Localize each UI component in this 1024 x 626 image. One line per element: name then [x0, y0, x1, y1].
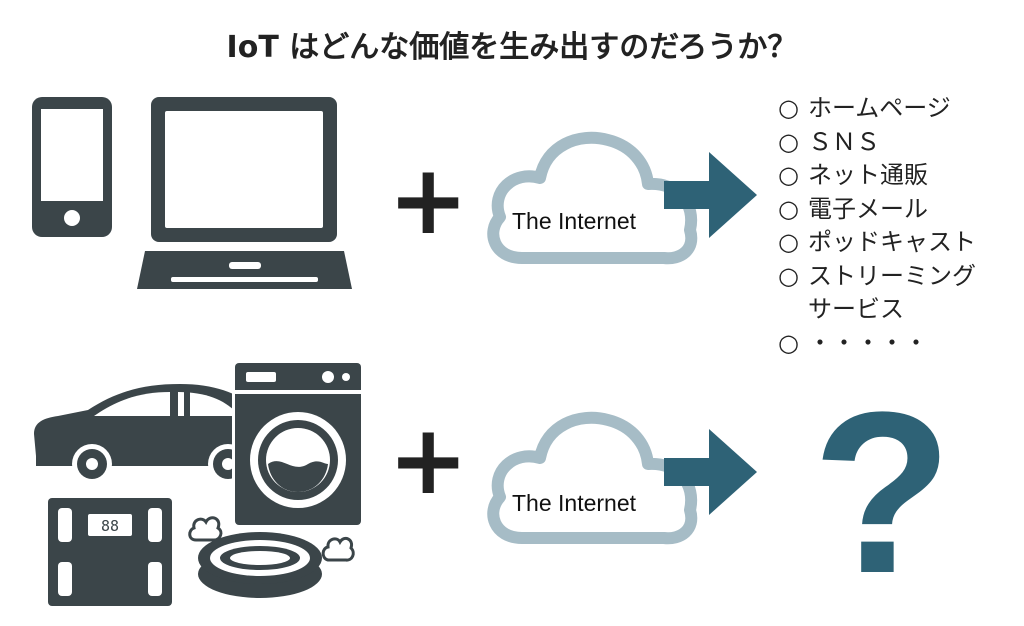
washing-machine-icon — [232, 360, 364, 528]
plus-sign-bottom: + — [388, 404, 469, 516]
list-item: ○ストリーミング — [778, 260, 1018, 294]
bullet-circle: ○ — [778, 228, 799, 256]
bullet-circle: ○ — [778, 94, 799, 122]
list-item: ○電子メール — [778, 193, 1018, 227]
page-title: IoT はどんな価値を生み出すのだろうか？ — [226, 30, 798, 65]
arrow-right-icon-bottom — [664, 429, 757, 515]
list-item: ○ネット通販 — [778, 159, 1018, 193]
cloud-label-top: The Internet — [512, 208, 637, 234]
scale-display: 88 — [101, 517, 119, 535]
laptop-icon — [137, 97, 352, 289]
bullet-circle: ○ — [778, 261, 799, 290]
service-list: ○ホームページ ○ＳＮＳ ○ネット通販 ○電子メール ○ポッドキャスト ○ストリ… — [778, 92, 1018, 360]
robot-vacuum-icon — [198, 532, 322, 598]
cloud-label-bottom: The Internet — [512, 490, 637, 516]
bullet-circle: ○ — [778, 161, 799, 189]
bathroom-scale-icon: 88 — [48, 498, 172, 606]
cloud-icon-top — [487, 131, 698, 265]
list-item: ○ホームページ — [778, 92, 1018, 126]
list-item: サービス — [808, 295, 904, 323]
list-item: ○ポッドキャスト — [778, 226, 1018, 260]
arrow-right-icon-top — [664, 152, 757, 238]
plus-sign-top: + — [388, 144, 469, 256]
question-mark: ? — [812, 364, 953, 621]
bullet-circle: ○ — [778, 127, 799, 156]
dust-cloud-right-icon — [321, 536, 355, 562]
bullet-circle: ○ — [778, 328, 799, 357]
list-item: ○ＳＮＳ — [778, 126, 1018, 160]
list-item: ○・・・・・ — [778, 327, 1018, 361]
dust-cloud-left-icon — [188, 516, 223, 542]
smartphone-icon — [32, 97, 112, 237]
car-icon — [34, 384, 276, 483]
bullet-circle: ○ — [778, 194, 799, 223]
cloud-icon-bottom — [487, 411, 698, 545]
